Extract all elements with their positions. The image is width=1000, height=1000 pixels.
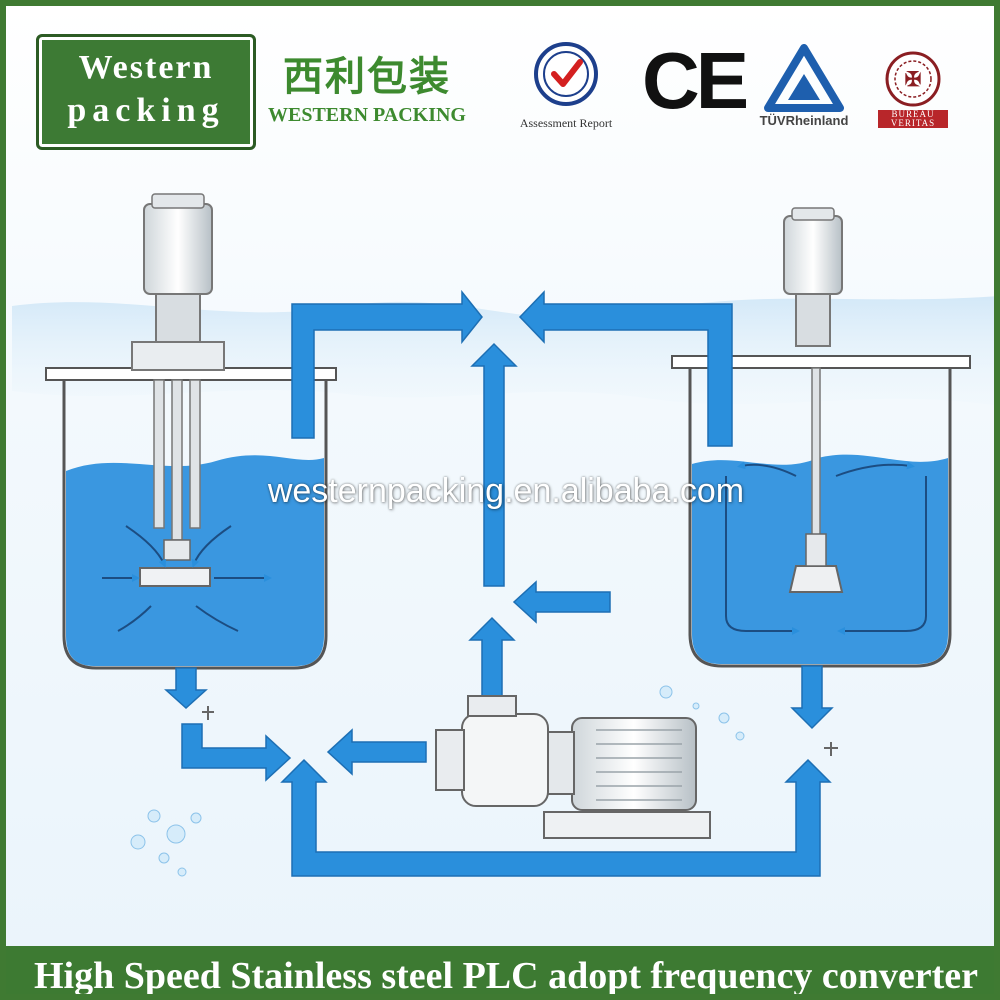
left-valve bbox=[202, 706, 214, 720]
pump-housing bbox=[461, 713, 549, 807]
centrifugal-pump bbox=[435, 695, 711, 839]
pipe-left-elbow bbox=[181, 723, 292, 782]
pump-top-port bbox=[467, 695, 517, 717]
right-motor-cap bbox=[791, 207, 835, 221]
company-name-chinese: 西利包装 bbox=[283, 54, 451, 100]
mixing-system-diagram bbox=[12, 193, 994, 877]
ce-mark: CE bbox=[642, 36, 749, 125]
pipe-center-inlet bbox=[512, 580, 611, 624]
left-mixing-tank bbox=[45, 193, 337, 670]
pipe-top-left bbox=[291, 289, 483, 439]
pipe-pump-inlet bbox=[326, 728, 427, 776]
right-tank-lid bbox=[671, 355, 971, 369]
pump-motor-fins bbox=[596, 729, 682, 801]
logo-line-packing: packing bbox=[67, 92, 225, 129]
right-motor-mount bbox=[795, 293, 831, 347]
pipe-left-drain bbox=[164, 667, 208, 710]
assessment-report-label: Assessment Report bbox=[519, 116, 613, 130]
bureau-veritas-seal-icon: ✠ bbox=[885, 51, 941, 107]
pipe-pump-outlet bbox=[468, 616, 516, 697]
left-shaft-right bbox=[189, 379, 201, 529]
svg-text:✠: ✠ bbox=[905, 69, 922, 91]
caption-bar bbox=[6, 946, 994, 994]
water-bubbles bbox=[130, 685, 745, 877]
pipe-bottom-loop bbox=[280, 758, 832, 877]
left-impeller-disk bbox=[139, 567, 211, 587]
left-motor-cap bbox=[151, 193, 205, 209]
right-motor-body bbox=[783, 215, 843, 295]
pipe-center-vertical bbox=[470, 342, 518, 587]
left-impeller-head bbox=[163, 539, 191, 561]
right-mixing-tank bbox=[671, 207, 971, 668]
pump-motor-body bbox=[571, 717, 697, 811]
left-shaft-left bbox=[153, 379, 165, 529]
pipe-top-right bbox=[518, 290, 733, 447]
tuv-rheinland-label: TÜVRheinland bbox=[759, 113, 849, 128]
left-flow-lines bbox=[102, 525, 272, 632]
assessment-report-badge: Assessment Report bbox=[520, 36, 612, 136]
valves bbox=[202, 706, 838, 756]
left-motor-body bbox=[143, 203, 213, 295]
pump-base bbox=[543, 811, 711, 839]
pump-flange bbox=[435, 729, 465, 791]
assessment-seal-icon bbox=[534, 42, 598, 106]
right-impeller bbox=[788, 565, 844, 593]
pipe-network bbox=[164, 289, 834, 877]
left-shaft-housing bbox=[131, 341, 225, 371]
product-caption: High Speed Stainless steel PLC adopt fre… bbox=[34, 955, 978, 997]
western-packing-logo: Western packing bbox=[36, 34, 256, 150]
left-motor-mount bbox=[155, 293, 201, 345]
right-flow-lines bbox=[725, 461, 927, 635]
pump-coupling bbox=[545, 731, 575, 795]
right-impeller-hub bbox=[805, 533, 827, 567]
right-shaft bbox=[811, 367, 821, 539]
tuv-triangle-icon bbox=[764, 44, 844, 112]
pipe-right-drain bbox=[790, 665, 834, 730]
left-shaft-center bbox=[171, 379, 183, 541]
company-name-english: WESTERN PACKING bbox=[268, 104, 466, 126]
logo-line-western: Western bbox=[78, 49, 214, 86]
right-valve bbox=[824, 742, 838, 756]
website-watermark: westernpacking.en.alibaba.com bbox=[267, 472, 745, 510]
